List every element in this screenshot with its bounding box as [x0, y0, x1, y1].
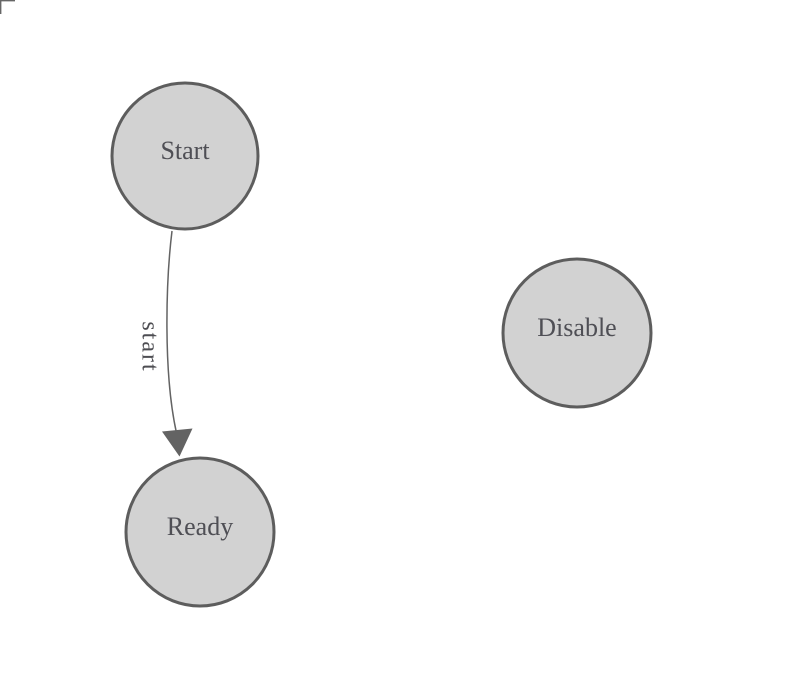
state-node-disable[interactable]: Disable	[501, 257, 653, 409]
canvas-corner-mark	[0, 0, 15, 14]
state-node-label: Disable	[537, 313, 616, 342]
state-node-start[interactable]: Start	[110, 81, 260, 231]
transition-edge-start-ready[interactable]: start	[137, 230, 193, 457]
edge-label[interactable]: start	[137, 321, 163, 372]
state-node-circle[interactable]	[124, 456, 276, 608]
state-node-label: Start	[160, 136, 210, 165]
edge-arrowhead-icon	[162, 428, 193, 457]
state-node-label: Ready	[167, 512, 233, 541]
state-node-circle[interactable]	[110, 81, 260, 231]
state-node-circle[interactable]	[501, 257, 653, 409]
state-node-ready[interactable]: Ready	[124, 456, 276, 608]
edge-line	[166, 230, 178, 434]
